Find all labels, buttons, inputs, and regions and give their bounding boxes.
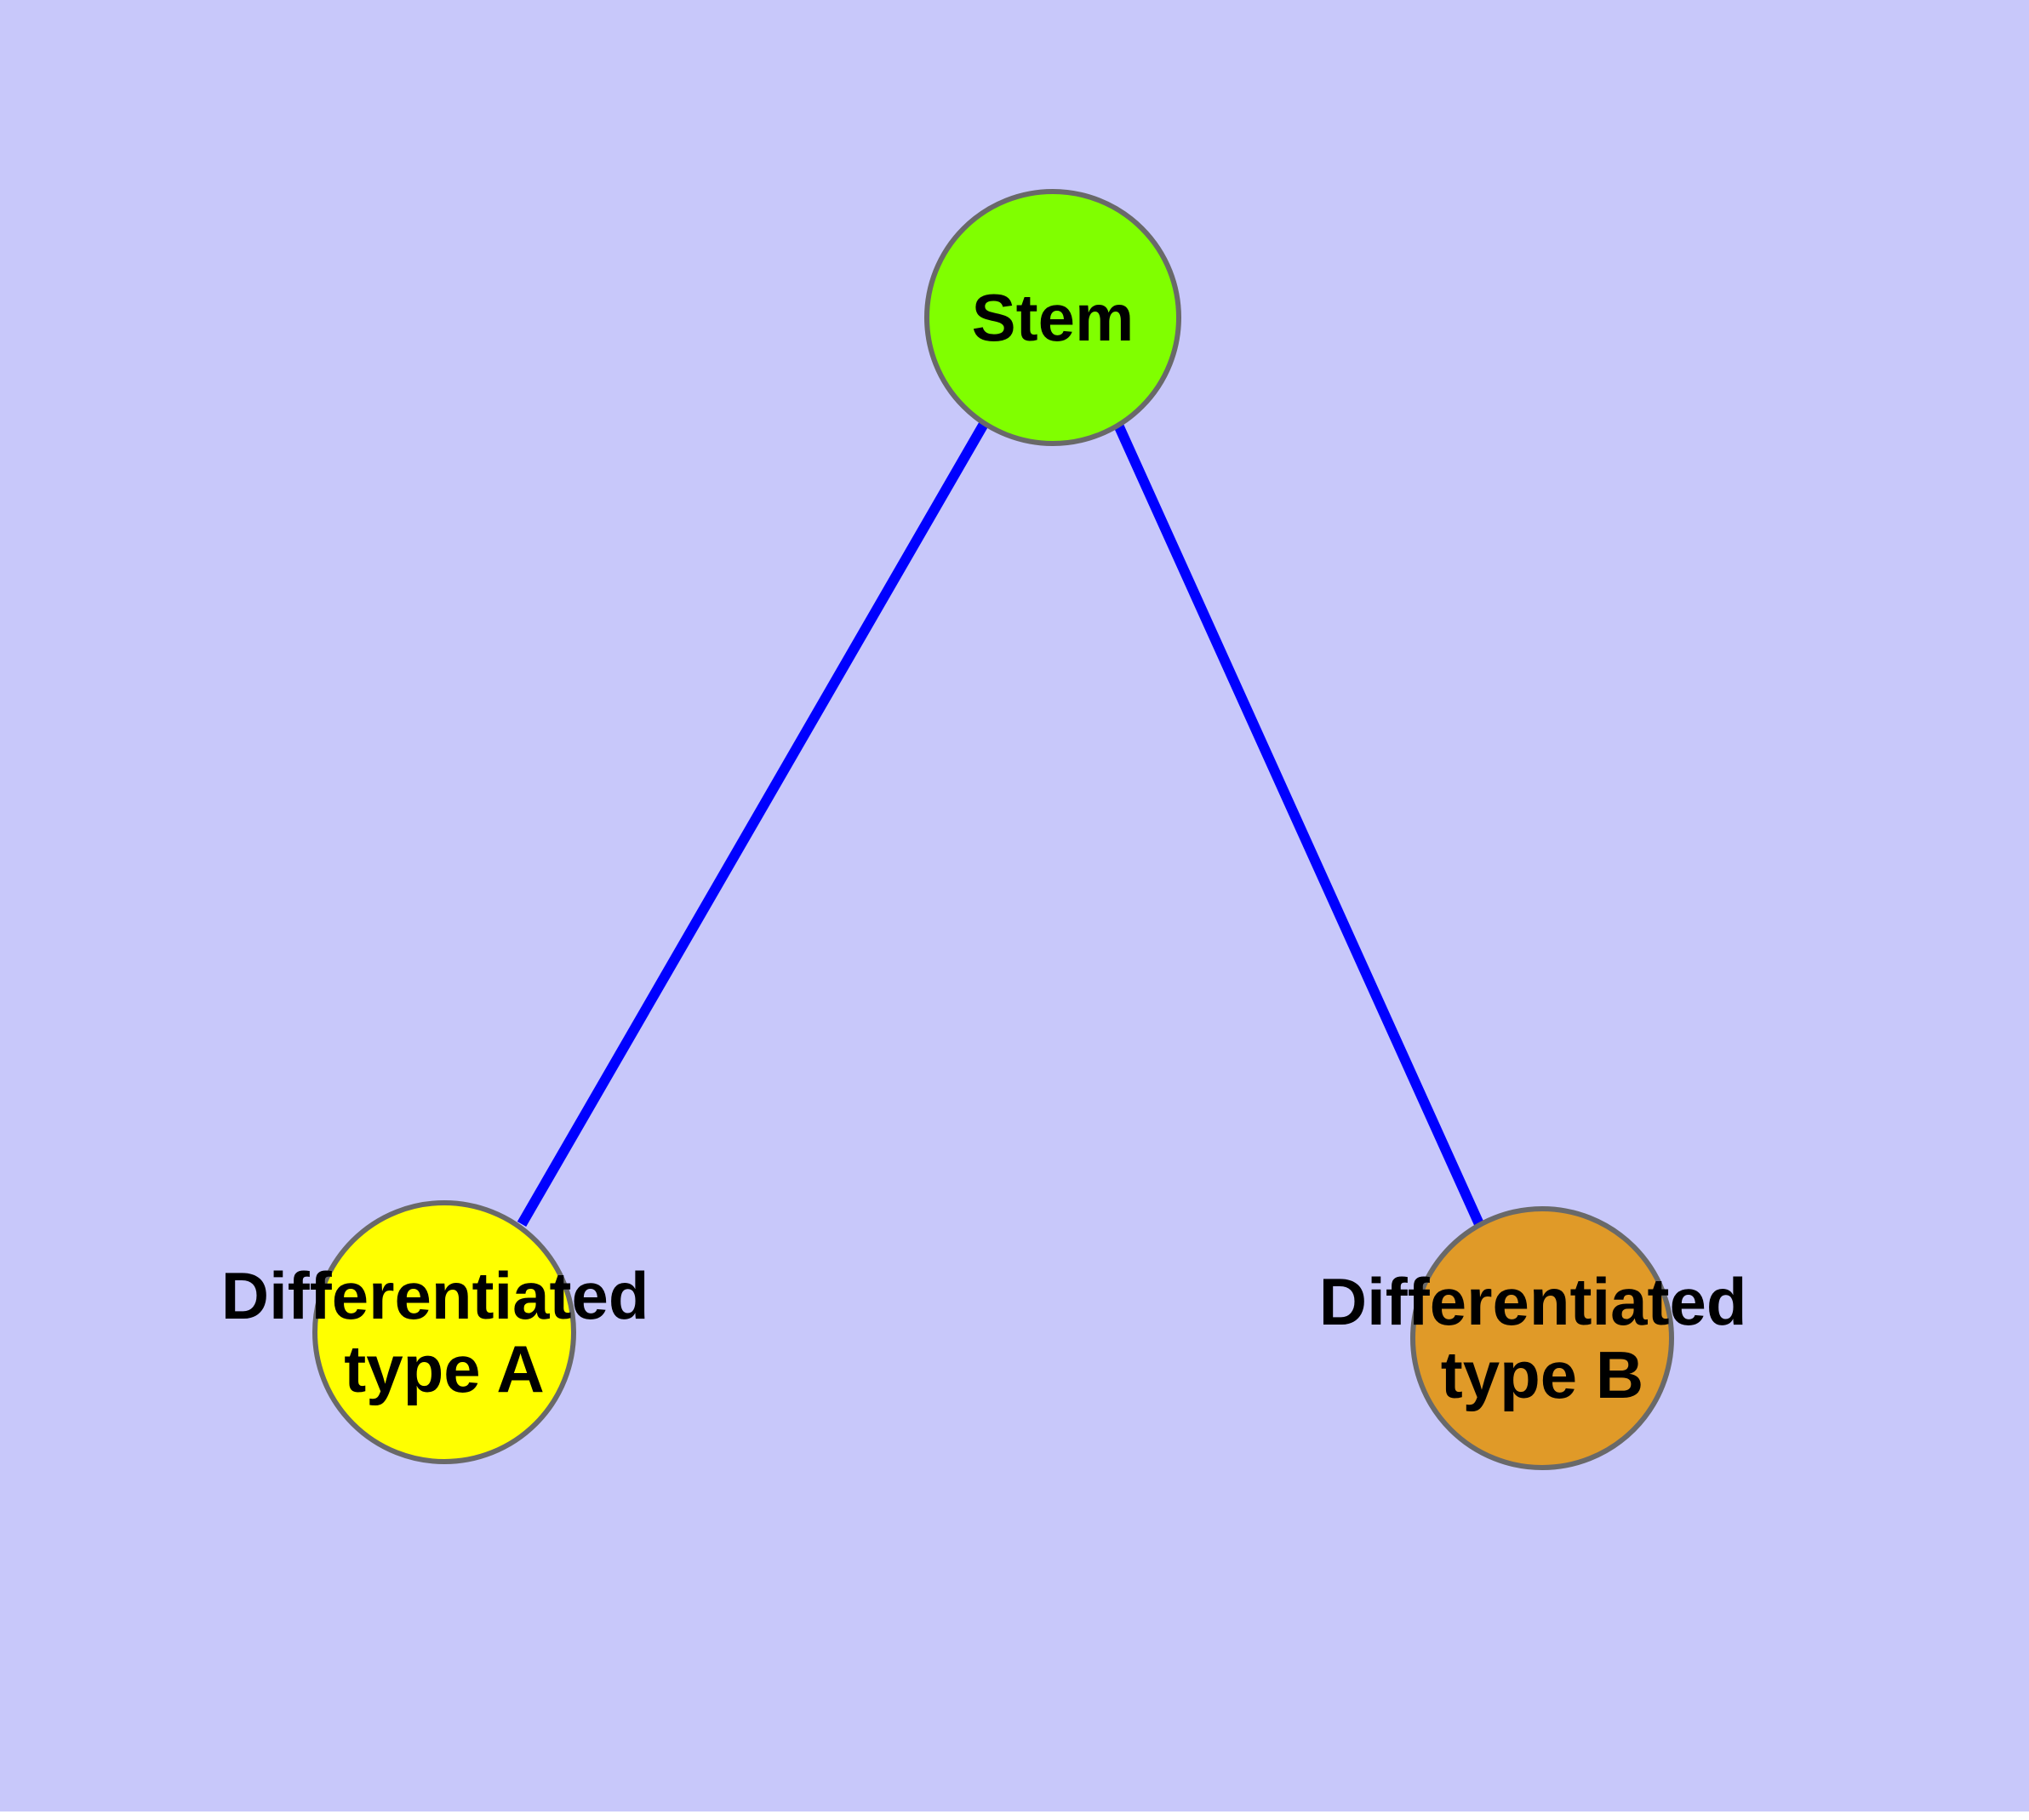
node-differentiated-type-a-label-line-1: Differentiated (221, 1258, 649, 1333)
node-stem-circle[interactable] (924, 189, 1181, 446)
node-differentiated-type-a-label: Differentiated type A (221, 1258, 667, 1406)
node-differentiated-type-b-label-line-2: type B (1441, 1337, 1643, 1412)
node-differentiated-type-b-label-line-1: Differentiated (1319, 1264, 1747, 1339)
node-stem-label-line-1: Stem (972, 280, 1135, 355)
node-differentiated-type-b-circle[interactable] (1410, 1206, 1674, 1470)
node-stem-label: Stem (972, 280, 1135, 355)
node-differentiated-type-a-label-line-2: type A (344, 1331, 545, 1406)
node-differentiated-type-b-label: Differentiated type B (1319, 1264, 1765, 1412)
node-differentiated-type-a-circle[interactable] (312, 1200, 576, 1464)
node-differentiated-type-b[interactable] (1410, 1206, 1674, 1470)
edge-layer (517, 421, 1484, 1228)
node-differentiated-type-a[interactable] (312, 1200, 576, 1464)
edge-stem-to-differentiated-type-a[interactable] (517, 421, 989, 1228)
node-layer (312, 189, 1674, 1470)
node-stem[interactable] (924, 189, 1181, 446)
node-label-layer: Stem Differentiated type A Differentiate… (221, 280, 1765, 1412)
edge-stem-to-differentiated-type-b[interactable] (1112, 421, 1484, 1227)
